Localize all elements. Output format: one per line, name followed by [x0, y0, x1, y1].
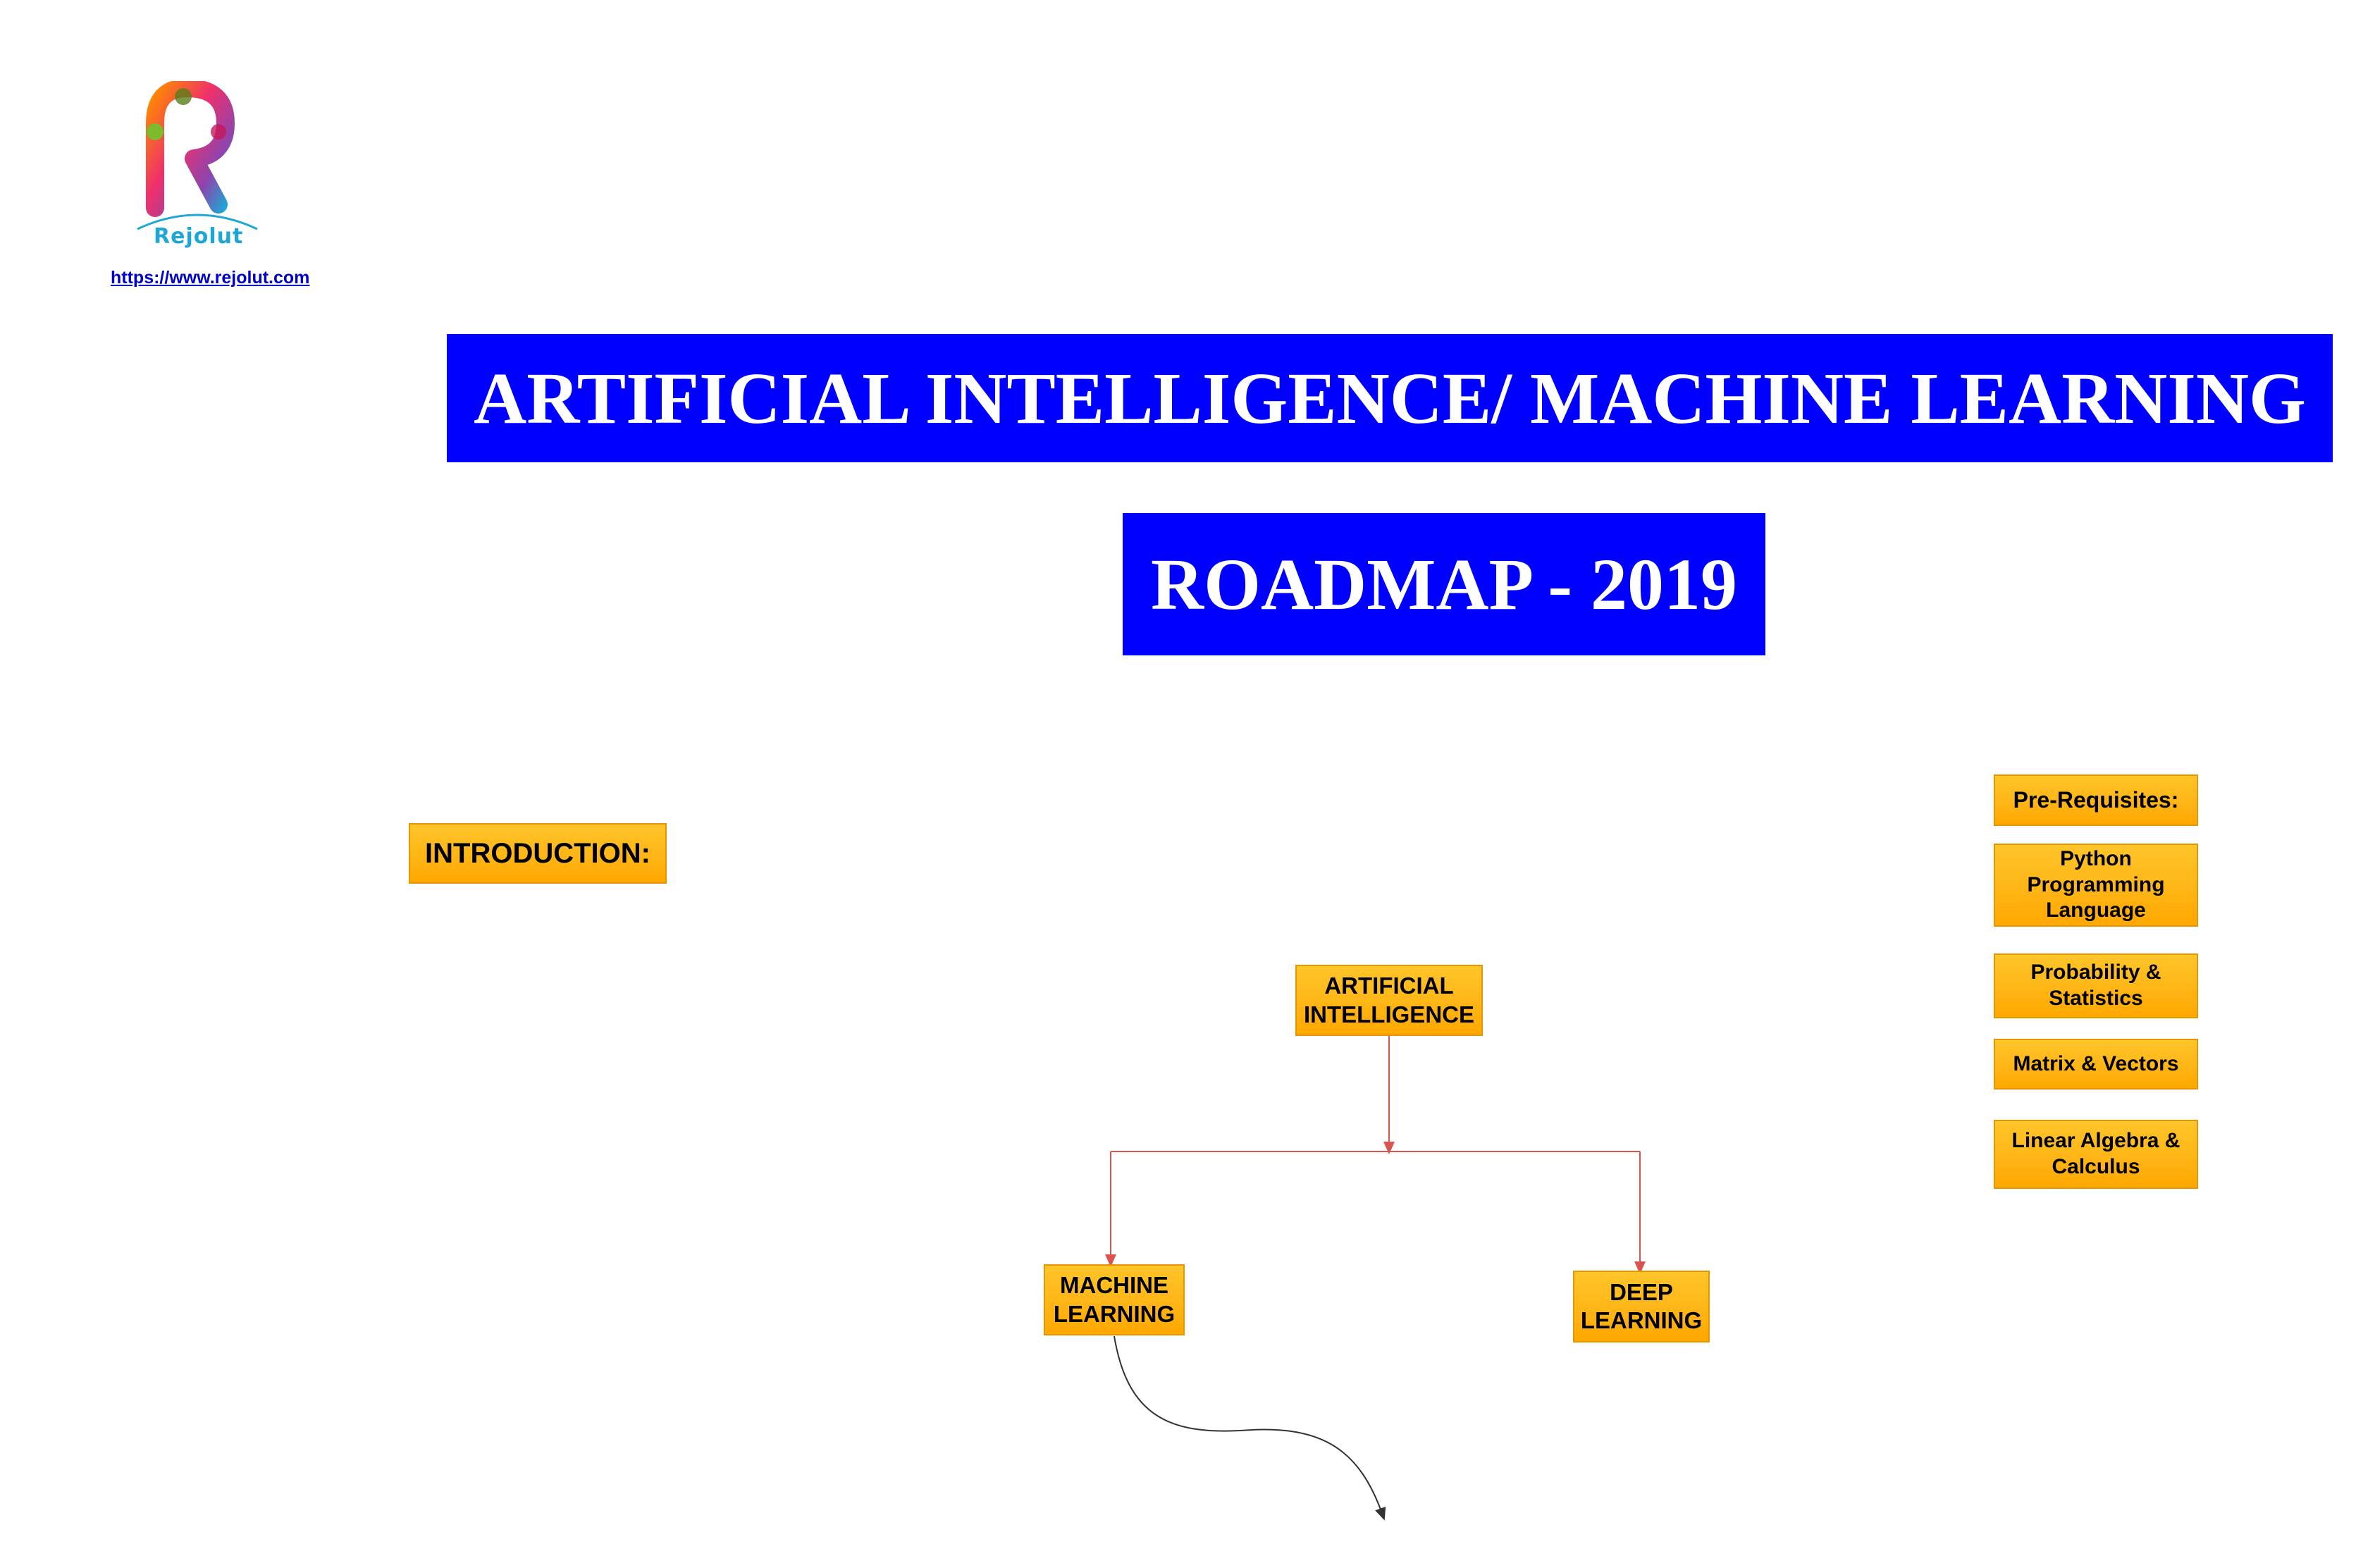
node-label: INTELLIGENCE	[1303, 1001, 1474, 1027]
prereq-linear-algebra-calculus: Linear Algebra & Calculus	[1994, 1120, 2198, 1189]
rejolut-logo	[137, 81, 258, 230]
roadmap-banner: ROADMAP - 2019	[1123, 513, 1765, 655]
introduction-label: INTRODUCTION:	[425, 837, 650, 869]
website-link[interactable]: https://www.rejolut.com	[111, 268, 310, 288]
prereq-label: Calculus	[2052, 1155, 2140, 1178]
node-label: ARTIFICIAL	[1324, 973, 1454, 999]
node-artificial-intelligence: ARTIFICIAL INTELLIGENCE	[1295, 965, 1483, 1036]
node-label: DEEP	[1610, 1278, 1673, 1305]
prereq-matrix-vectors: Matrix & Vectors	[1994, 1039, 2198, 1089]
node-machine-learning: MACHINE LEARNING	[1044, 1264, 1185, 1335]
prereq-probability-statistics: Probability & Statistics	[1994, 953, 2198, 1018]
roadmap-title: ROADMAP - 2019	[1151, 543, 1737, 625]
introduction-box: INTRODUCTION:	[409, 823, 667, 884]
prerequisites-heading: Pre-Requisites:	[1994, 774, 2198, 826]
main-title: ARTIFICIAL INTELLIGENCE/ MACHINE LEARNIN…	[474, 357, 2306, 439]
prereq-label: Python	[2060, 847, 2132, 871]
node-label: MACHINE	[1060, 1272, 1168, 1299]
prereq-label: Probability &	[2030, 961, 2161, 984]
prereq-python: Python Programming Language	[1994, 844, 2198, 927]
prereq-label: Statistics	[2049, 987, 2143, 1010]
node-label: LEARNING	[1580, 1307, 1703, 1333]
prereq-label: Programming	[2027, 872, 2165, 896]
node-deep-learning: DEEP LEARNING	[1573, 1271, 1710, 1342]
main-title-banner: ARTIFICIAL INTELLIGENCE/ MACHINE LEARNIN…	[447, 334, 2333, 462]
prereq-label: Language	[2046, 899, 2146, 922]
prerequisites-heading-label: Pre-Requisites:	[2013, 786, 2179, 813]
prereq-label: Matrix & Vectors	[2013, 1051, 2179, 1075]
logo-wordmark: Rejolut	[154, 224, 244, 249]
connector-ml-curve	[1114, 1335, 1386, 1521]
prereq-label: Linear Algebra &	[2011, 1129, 2180, 1153]
node-label: LEARNING	[1053, 1300, 1176, 1327]
